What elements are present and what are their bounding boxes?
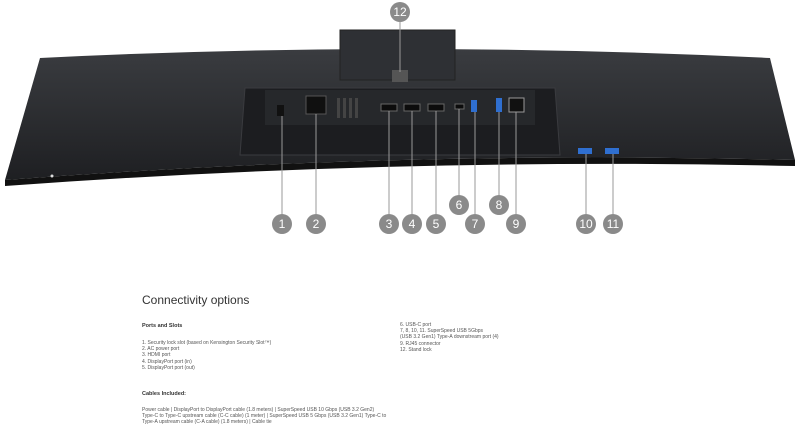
svg-text:7: 7 bbox=[472, 217, 479, 231]
svg-text:3: 3 bbox=[386, 217, 393, 231]
cables-heading: Cables Included: bbox=[142, 391, 187, 397]
callout-6: 6 bbox=[449, 195, 469, 215]
list-item: 1. Security lock slot (based on Kensingt… bbox=[142, 340, 272, 346]
list-item: 12. Stand lock bbox=[400, 346, 432, 353]
monitor-rear-view: 1 2 3 4 5 6 7 8 9 10 11 12 bbox=[5, 2, 795, 234]
svg-text:4: 4 bbox=[409, 217, 416, 231]
ports-list-2: 6. USB-C port 7, 8, 10, 11. SuperSpeed U… bbox=[400, 322, 499, 353]
svg-text:9: 9 bbox=[513, 217, 520, 231]
callout-5: 5 bbox=[426, 214, 446, 234]
ports-list-1: 1. Security lock slot (based on Kensingt… bbox=[142, 340, 271, 371]
usb-port-11 bbox=[605, 148, 619, 154]
svg-text:6: 6 bbox=[456, 198, 463, 212]
list-item: 9. RJ45 connector bbox=[400, 340, 441, 347]
cables-text: Power cable | DisplayPort to DisplayPort… bbox=[142, 407, 386, 426]
svg-text:5: 5 bbox=[433, 217, 440, 231]
ports-heading: Ports and Slots bbox=[142, 323, 183, 329]
callout-1: 1 bbox=[272, 214, 292, 234]
callout-2: 2 bbox=[306, 214, 326, 234]
svg-text:8: 8 bbox=[496, 198, 503, 212]
svg-text:10: 10 bbox=[579, 217, 593, 231]
callout-3: 3 bbox=[379, 214, 399, 234]
usb-port-7 bbox=[471, 100, 477, 112]
usb-port-10 bbox=[578, 148, 592, 154]
svg-text:2: 2 bbox=[313, 217, 320, 231]
list-item: Power cable | DisplayPort to DisplayPort… bbox=[142, 407, 375, 413]
rj45-port bbox=[508, 97, 525, 113]
list-item: 2. AC power port bbox=[142, 346, 180, 353]
callout-4: 4 bbox=[402, 214, 422, 234]
list-item: 7, 8, 10, 11. SuperSpeed USB 5Gbps bbox=[400, 328, 484, 335]
list-item: 5. DisplayPort port (out) bbox=[142, 364, 195, 371]
list-item: 6. USB-C port bbox=[400, 322, 432, 328]
list-item: 3. HDMI port bbox=[142, 352, 171, 359]
callout-10: 10 bbox=[576, 214, 596, 234]
list-item: Type-C to Type-C upstream cable (C-C cab… bbox=[142, 413, 387, 420]
list-item: (USB 3.2 Gen1) Type-A downstream port (4… bbox=[400, 334, 499, 341]
callout-11: 11 bbox=[603, 214, 623, 234]
callout-8: 8 bbox=[489, 195, 509, 215]
svg-text:1: 1 bbox=[279, 217, 286, 231]
svg-text:12: 12 bbox=[393, 5, 407, 19]
usb-port-8 bbox=[496, 98, 502, 112]
list-item: 4. DisplayPort port (in) bbox=[142, 358, 192, 365]
ac-port bbox=[305, 95, 327, 115]
callout-7: 7 bbox=[465, 214, 485, 234]
list-item: Type-A upstream cable (C-A cable) (1.8 m… bbox=[142, 419, 272, 426]
svg-text:11: 11 bbox=[607, 217, 620, 231]
callout-12: 12 bbox=[390, 2, 410, 22]
security-slot bbox=[277, 105, 284, 116]
section-title: Connectivity options bbox=[142, 293, 250, 307]
callout-9: 9 bbox=[506, 214, 526, 234]
